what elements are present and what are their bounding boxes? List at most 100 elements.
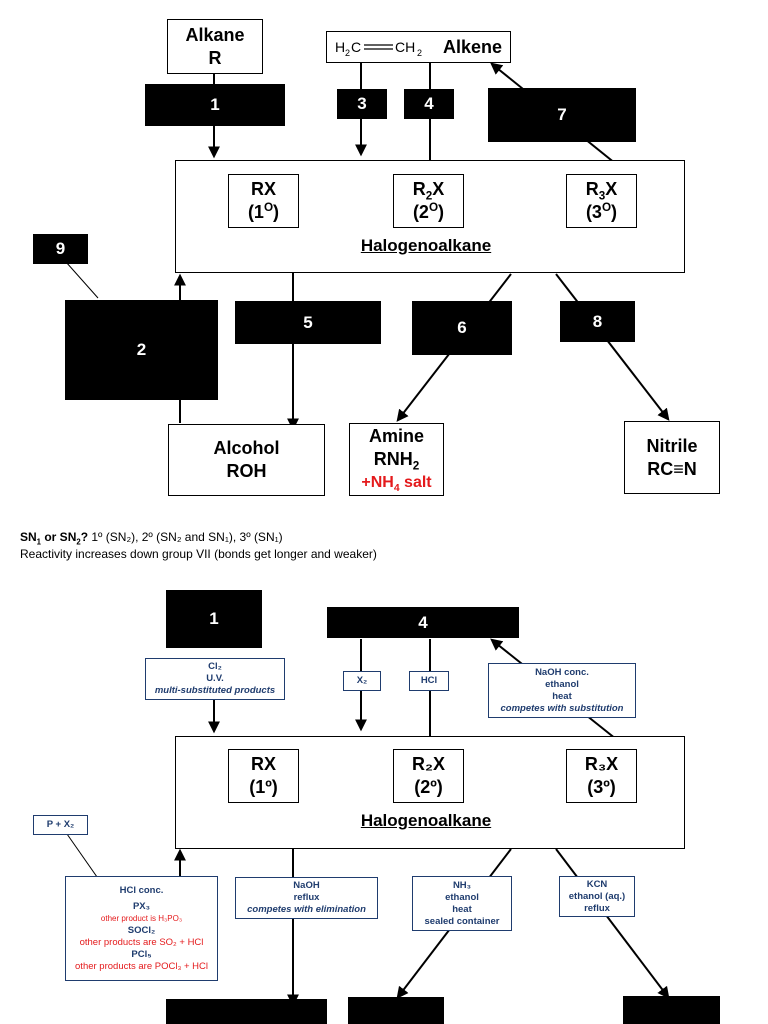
reagent-6-line4: sealed container [424, 915, 500, 927]
reagent-6-line2: ethanol [445, 891, 479, 903]
reaction-2-label: 2 [65, 300, 218, 400]
reagent-1-line1: Cl₂ [208, 661, 222, 672]
rx-primary-box: RX (1O) [228, 174, 299, 228]
rx-secondary-degree-close: ) [438, 202, 445, 222]
reagent-2-line1: HCl conc. [119, 884, 164, 896]
reaction-6-label: 6 [412, 301, 512, 355]
rx-primary-degree-close: ) [273, 202, 280, 222]
reagent-box-6: NH₃ ethanol heat sealed container [412, 876, 512, 931]
reagent-5-line3: competes with elimination [247, 904, 366, 915]
amine-salt-b: salt [399, 474, 432, 491]
bottom-redacted-4: 4 [327, 607, 519, 638]
reagent-7-line4: competes with substitution [500, 702, 624, 714]
amine-salt: +NH4 salt [361, 471, 431, 494]
amine-box: Amine RNH2 +NH4 salt [349, 423, 444, 496]
reaction-8-label: 8 [560, 301, 635, 342]
reagent-6-line3: heat [452, 903, 472, 915]
amine-formula: RNH2 [373, 448, 420, 472]
rx-primary-bottom-formula: RX [250, 754, 276, 774]
sn-note-sn2a: or SN [41, 530, 77, 544]
reagent-5-line2: reflux [293, 892, 320, 903]
alkene-structure-icon: H 2 C CH 2 [335, 39, 422, 58]
svg-text:CH: CH [395, 39, 415, 55]
halogenoalkane-title: Halogenoalkane [360, 236, 492, 255]
reagent-5-line1: NaOH [293, 880, 320, 891]
reagent-box-5: NaOH reflux competes with elimination [235, 877, 378, 919]
alcohol-label: Alcohol [213, 438, 280, 458]
rx-tertiary-degree-close: ) [611, 202, 618, 222]
reagent-2-line5: other products are SO₂ + HCl [79, 936, 204, 948]
reagent-box-2: HCl conc. PX₃ other product is H₃PO₃ SOC… [65, 876, 218, 981]
rx-secondary-box-bottom: R₂X (2º) [393, 749, 464, 803]
alkane-formula: R [208, 47, 222, 68]
alcohol-formula: ROH [226, 461, 267, 481]
rx-tertiary-box-bottom: R₃X (3º) [566, 749, 637, 803]
alkene-label: Alkene [443, 36, 503, 57]
rx-tertiary-x: X [605, 179, 618, 199]
sn-note-sn1a: SN [20, 530, 37, 544]
reagent-2-line3: other product is H₃PO₃ [100, 913, 183, 923]
svg-text:H: H [335, 39, 345, 55]
rx-primary-degree-open: (1 [247, 202, 264, 222]
reagent-box-8: KCN ethanol (aq.) reflux [559, 876, 635, 917]
rx-secondary-bottom-formula: R₂X [411, 754, 445, 774]
sn-note-sub1: 1 [36, 537, 42, 547]
reagent-8-line1: KCN [586, 878, 608, 890]
rx-primary-bottom-degree: (1º) [249, 777, 278, 797]
rx-secondary-degree-open: (2 [412, 202, 429, 222]
rx-secondary-formula: R2X [413, 178, 445, 203]
reagent-1-line3: multi-substituted products [154, 685, 276, 696]
rx-primary-degree-sup: O [263, 201, 274, 214]
nitrile-formula: RC≡N [647, 458, 697, 479]
amine-salt-sub: 4 [393, 483, 400, 495]
rx-secondary-sub: 2 [425, 189, 433, 203]
svg-text:2: 2 [345, 48, 350, 58]
reagent-8-line3: reflux [584, 902, 610, 914]
rx-secondary-bottom-degree: (2º) [414, 777, 443, 797]
reagent-6-line1: NH₃ [452, 879, 472, 891]
reagent-7-line3: heat [552, 690, 572, 702]
alkane-box: Alkane R [167, 19, 263, 74]
reactivity-note: Reactivity increases down group VII (bon… [20, 547, 377, 561]
rx-tertiary-bottom-formula: R₃X [584, 754, 619, 774]
sn-note-q: ? [80, 530, 89, 544]
reagent-box-9: P + X₂ [33, 815, 88, 835]
reagent-2-line4: SOCl₂ [127, 924, 156, 936]
bottom-redacted-amine [348, 997, 444, 1024]
alcohol-box: Alcohol ROH [168, 424, 325, 496]
reagent-box-7: NaOH conc. ethanol heat competes with su… [488, 663, 636, 718]
reagent-7-line1: NaOH conc. [535, 666, 589, 678]
rx-tertiary-bottom-degree: (3º) [587, 777, 616, 797]
reagent-2-line2: PX₃ [132, 900, 151, 912]
bottom-redacted-1: 1 [166, 590, 262, 648]
alkene-box: H 2 C CH 2 Alkene [326, 31, 511, 63]
nitrile-label: Nitrile [646, 435, 698, 456]
svg-text:C: C [351, 39, 361, 55]
amine-salt-a: +NH [361, 474, 394, 491]
rx-tertiary-r: R [585, 179, 599, 199]
sn-note-sub2: 2 [76, 537, 81, 547]
rx-tertiary-degree-sup: O [601, 201, 612, 214]
rx-tertiary-formula: R3X [585, 178, 618, 203]
reaction-7-label: 7 [488, 88, 636, 142]
reaction-5-label: 5 [235, 301, 381, 344]
rx-tertiary-sub: 3 [598, 189, 606, 203]
rx-secondary-x: X [432, 179, 445, 199]
amine-formula-main: RNH [373, 449, 413, 469]
sn-note-rest: 1º (SN₂), 2º (SN₂ and SN₁), 3º (SN₁) [88, 530, 283, 544]
svg-text:2: 2 [417, 48, 422, 58]
halogenoalkane-title-bottom: Halogenoalkane [360, 811, 492, 830]
bottom-redacted-nitrile [623, 996, 720, 1024]
reagent-box-4: HCl [409, 671, 449, 691]
reagent-1-line2: U.V. [206, 673, 224, 684]
reagent-7-line2: ethanol [545, 678, 579, 690]
reaction-1-label: 1 [145, 84, 285, 126]
reagent-2-line7: other products are POCl₃ + HCl [75, 960, 208, 972]
reagent-8-line2: ethanol (aq.) [568, 890, 626, 902]
bottom-redacted-alcohol [166, 999, 327, 1024]
amine-label: Amine [368, 426, 424, 446]
rx-primary-box-bottom: RX (1º) [228, 749, 299, 803]
reaction-9-label: 9 [33, 234, 88, 264]
rx-tertiary-box: R3X (3O) [566, 174, 637, 228]
